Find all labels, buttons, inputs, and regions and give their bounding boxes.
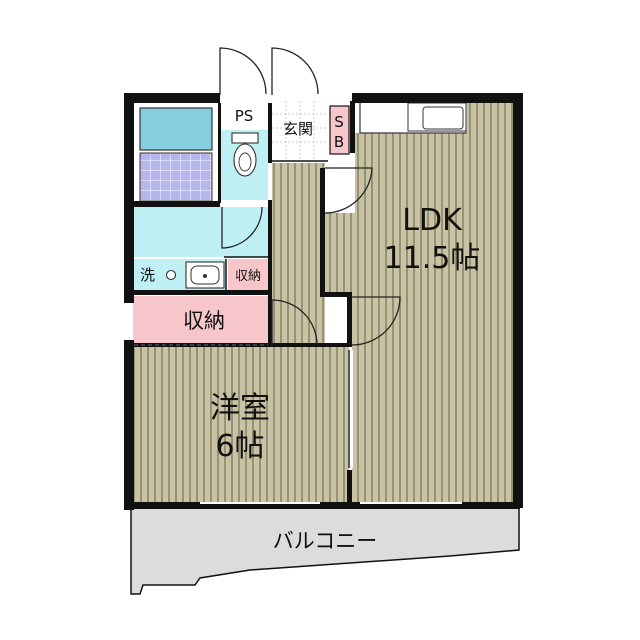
front-door-right xyxy=(271,47,319,95)
window-marks xyxy=(134,344,462,504)
kitchen-counter-icon xyxy=(359,100,467,134)
toilet-room xyxy=(220,130,268,200)
pipe-space-label: PS xyxy=(235,107,254,125)
storage-small: 収納 xyxy=(228,259,268,290)
entrance-label: 玄関 xyxy=(283,120,313,138)
balcony-label: バルコニー xyxy=(273,529,378,553)
washer-label: 洗 xyxy=(140,266,155,284)
pipe-space: PS xyxy=(220,102,268,128)
ldk-size: 11.5帖 xyxy=(384,241,481,276)
hallway xyxy=(272,163,325,346)
shoe-box: S B xyxy=(329,105,350,155)
bathroom xyxy=(134,101,218,204)
doors xyxy=(134,47,462,504)
balcony: バルコニー xyxy=(130,505,520,595)
washroom: 洗 xyxy=(133,207,268,290)
ldk-label: LDK xyxy=(402,203,463,238)
shoe-box-label-b: B xyxy=(334,133,344,151)
storage-large-label: 収納 xyxy=(183,309,225,333)
bath-door xyxy=(221,206,263,249)
storage-small-label: 収納 xyxy=(235,269,261,284)
western-room: 洋室 6帖 xyxy=(131,345,349,503)
shoe-box-label-s: S xyxy=(334,113,344,131)
washer-drain-icon xyxy=(165,269,177,281)
toilet-icon xyxy=(231,132,259,177)
western-room-size: 6帖 xyxy=(215,429,264,464)
hall-door xyxy=(351,296,401,346)
sliding-door xyxy=(348,350,353,468)
ldk-door xyxy=(324,167,373,214)
entrance: 玄関 xyxy=(272,101,328,161)
sink-icon xyxy=(185,261,225,289)
bathtub-icon xyxy=(139,107,213,151)
storage-door xyxy=(271,299,318,346)
western-room-label: 洋室 xyxy=(210,391,270,426)
ldk-room: LDK 11.5帖 xyxy=(323,100,513,502)
front-door-left xyxy=(219,47,267,95)
storage-large: 収納 xyxy=(133,296,268,343)
